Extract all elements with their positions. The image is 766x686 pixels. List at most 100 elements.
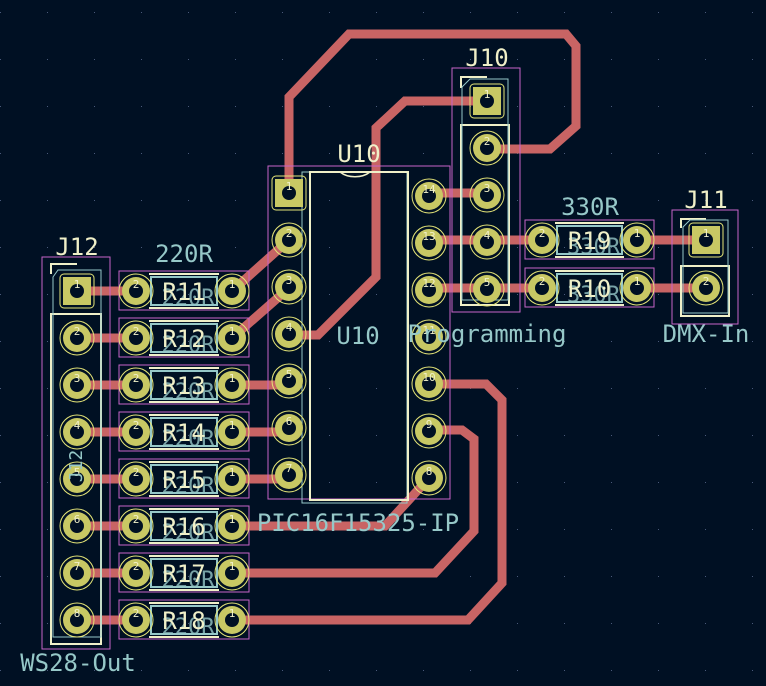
pad-2[interactable]: 2 (118, 555, 154, 591)
pad-2[interactable]: 2 (469, 130, 505, 166)
grid-dot (752, 576, 753, 577)
grid-dot (282, 106, 283, 107)
pad-2[interactable]: 2 (118, 273, 154, 309)
pad-1[interactable]: 1 (214, 367, 250, 403)
grid-dot (47, 12, 48, 13)
drill-hole (225, 472, 239, 486)
pad-number: 1 (703, 227, 710, 240)
pad-1[interactable]: 1 (619, 270, 655, 306)
pad-1[interactable]: 1 (619, 222, 655, 258)
pad-outline (271, 316, 307, 352)
pad-3[interactable]: 3 (271, 269, 307, 305)
pad-1[interactable]: 1 (214, 414, 250, 450)
grid-dot (423, 59, 424, 60)
pad-14[interactable]: 14 (411, 178, 447, 214)
pad-5[interactable]: 5 (469, 271, 505, 307)
grid-dot (188, 341, 189, 342)
pad-4[interactable]: 4 (469, 224, 505, 260)
pad-2[interactable]: 2 (118, 367, 154, 403)
fab-value-label: 330R (567, 283, 621, 308)
pad-1[interactable]: 1 (214, 508, 250, 544)
fab-body (150, 276, 218, 306)
pad-7[interactable]: 7 (271, 457, 307, 493)
pad-8[interactable]: 8 (411, 460, 447, 496)
pad-outline (214, 367, 250, 403)
pad-2[interactable]: 2 (118, 461, 154, 497)
fab-body (150, 464, 218, 494)
pad-number: 7 (286, 462, 293, 475)
pad-outline (619, 270, 655, 306)
pad-3[interactable]: 3 (59, 367, 95, 403)
reference-label: J11 (684, 186, 727, 214)
pad-outline (469, 83, 505, 119)
grid-dot (423, 106, 424, 107)
grid-dot (517, 200, 518, 201)
pad-2[interactable]: 2 (59, 320, 95, 356)
pad-1[interactable]: 1 (59, 273, 95, 309)
pad-1[interactable]: 1 (214, 602, 250, 638)
pad-1[interactable]: 1 (214, 320, 250, 356)
pad-2[interactable]: 2 (118, 414, 154, 450)
pin1-marker (680, 218, 706, 228)
grid-dot (94, 153, 95, 154)
grid-dot (423, 12, 424, 13)
copper-track (232, 474, 433, 531)
pad-4[interactable]: 4 (271, 316, 307, 352)
pad-number: 1 (229, 419, 236, 432)
pad-outline (271, 175, 307, 211)
pad-6[interactable]: 6 (271, 410, 307, 446)
pad-2[interactable]: 2 (118, 508, 154, 544)
pad-outline (118, 508, 154, 544)
pad-1[interactable]: 1 (469, 83, 505, 119)
fab-value-label: 220R (162, 615, 216, 640)
pad-2[interactable]: 2 (118, 320, 154, 356)
pad-6[interactable]: 6 (59, 508, 95, 544)
pad-12[interactable]: 12 (411, 272, 447, 308)
pad-1[interactable]: 1 (214, 461, 250, 497)
pad-2[interactable]: 2 (271, 222, 307, 258)
pad-outline (59, 555, 95, 591)
fab-body (150, 417, 218, 447)
grid-dot (611, 12, 612, 13)
pad-3[interactable]: 3 (469, 177, 505, 213)
pad-5[interactable]: 5 (271, 363, 307, 399)
pad-number: 2 (74, 325, 81, 338)
pad-4[interactable]: 4 (59, 414, 95, 450)
grid-dot (705, 12, 706, 13)
grid-dot (658, 200, 659, 201)
pad-5[interactable]: 5 (59, 461, 95, 497)
drill-hole (225, 613, 239, 627)
pad-11[interactable]: 11 (411, 319, 447, 355)
pad-1[interactable]: 1 (271, 175, 307, 211)
pad-7[interactable]: 7 (59, 555, 95, 591)
pad-outline (271, 410, 307, 446)
pad-10[interactable]: 10 (411, 366, 447, 402)
grid-dot (94, 200, 95, 201)
pad-9[interactable]: 9 (411, 413, 447, 449)
pad-1[interactable]: 1 (214, 555, 250, 591)
pad-13[interactable]: 13 (411, 225, 447, 261)
pad-1[interactable]: 1 (688, 222, 724, 258)
pad-8[interactable]: 8 (59, 602, 95, 638)
pad-2[interactable]: 2 (524, 222, 560, 258)
pad-2[interactable]: 2 (688, 270, 724, 306)
pad-1[interactable]: 1 (214, 273, 250, 309)
grid-dot (564, 294, 565, 295)
pad-2[interactable]: 2 (118, 602, 154, 638)
pad-2[interactable]: 2 (524, 270, 560, 306)
